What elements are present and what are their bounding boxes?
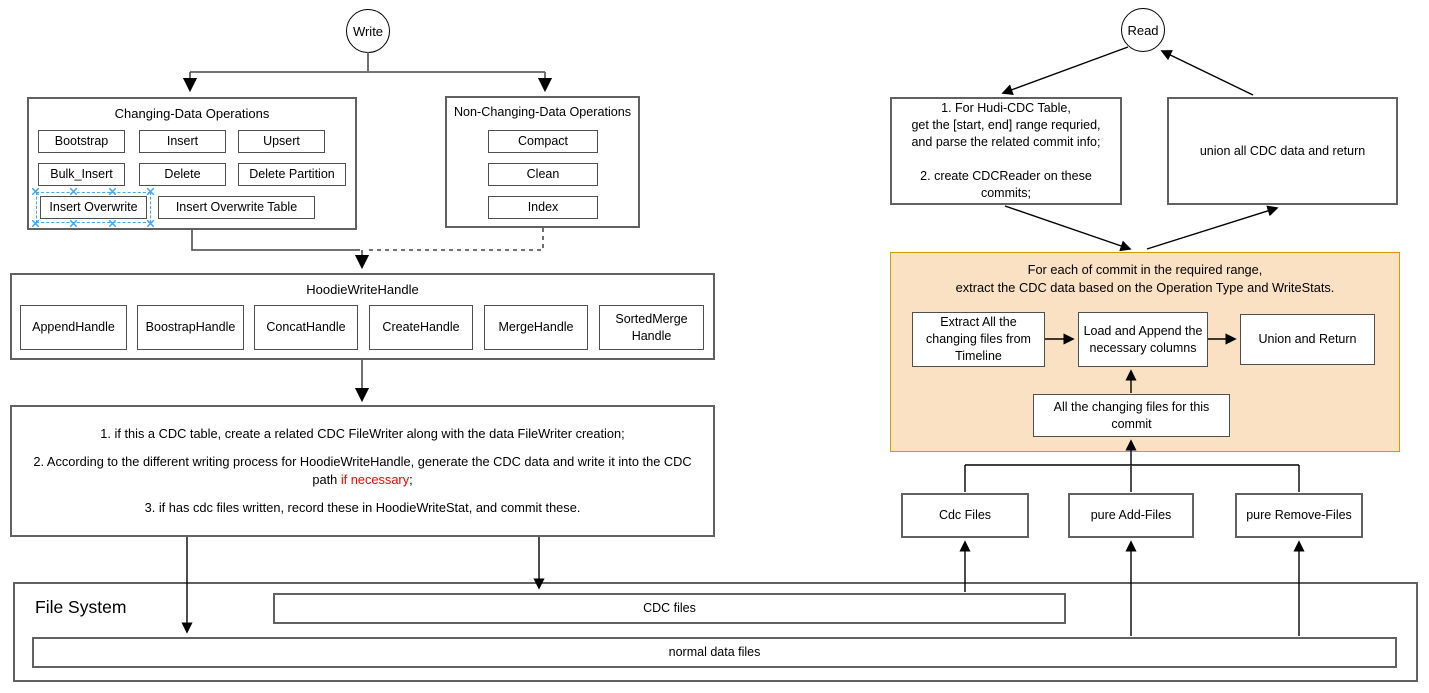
op-clean[interactable]: Clean [488,163,598,186]
edge-read-to-prepare [1001,46,1129,95]
op-compact[interactable]: Compact [488,130,598,153]
op-bulk-insert[interactable]: Bulk_Insert [38,163,125,186]
write-handle-container[interactable]: HoodieWriteHandle [10,273,715,360]
handle-concat[interactable]: ConcatHandle [254,305,358,350]
nonchanging-ops-title: Non-Changing-Data Operations [453,105,632,119]
cdc-step-1: 1. if this a CDC table, create a related… [100,426,625,442]
cdc-files-bar[interactable]: CDC files [273,593,1066,624]
read-node[interactable]: Read [1121,8,1165,52]
load-append-box[interactable]: Load and Append the necessary columns [1078,312,1208,367]
read-node-label: Read [1127,22,1159,38]
cdc-step-2: 2. According to the different writing pr… [26,453,699,489]
per-commit-title: For each of commit in the required range… [955,262,1335,295]
union-return-box[interactable]: Union and Return [1240,314,1375,365]
normal-data-files-bar[interactable]: normal data files [32,637,1397,668]
op-insert-overwrite[interactable]: Insert Overwrite [40,196,147,219]
write-handle-title: HoodieWriteHandle [306,282,419,297]
read-prepare-box[interactable]: 1. For Hudi-CDC Table, get the [start, e… [890,97,1122,205]
cdc-step-2-text: 2. According to the different writing pr… [33,454,692,487]
changing-ops-title: Changing-Data Operations [114,106,270,121]
cdc-write-steps-box[interactable]: 1. if this a CDC table, create a related… [10,405,715,537]
cdc-step-3: 3. if has cdc files written, record thes… [144,500,581,515]
file-system-label: File System [35,597,127,617]
cdc-files-bucket[interactable]: Cdc Files [901,493,1029,538]
cdc-step-2-end: ; [409,472,413,487]
write-node[interactable]: Write [346,9,390,53]
extract-files-box[interactable]: Extract All the changing files from Time… [912,312,1045,367]
op-index[interactable]: Index [488,196,598,219]
pure-add-files-bucket[interactable]: pure Add-Files [1068,493,1194,538]
op-insert[interactable]: Insert [139,130,226,153]
op-upsert[interactable]: Upsert [238,130,325,153]
edge-changing-to-handle [191,230,360,251]
write-node-label: Write [352,23,384,39]
op-bootstrap[interactable]: Bootstrap [38,130,125,153]
edge-percommit-to-union [1146,205,1279,250]
all-changing-files-box[interactable]: All the changing files for this commit [1033,394,1230,437]
handle-sorted-merge[interactable]: SortedMerge Handle [599,305,704,350]
op-delete-partition[interactable]: Delete Partition [238,163,346,186]
edge-union-to-read [1160,50,1254,96]
pure-remove-files-bucket[interactable]: pure Remove-Files [1235,493,1363,538]
edge-prepare-to-percommit [1004,205,1132,252]
handle-create[interactable]: CreateHandle [369,305,473,350]
edge-nonchanging-dashed [366,228,544,251]
read-union-box[interactable]: union all CDC data and return [1167,97,1398,205]
cdc-step-2-highlight: if necessary [340,472,410,487]
handle-merge[interactable]: MergeHandle [484,305,588,350]
handle-append[interactable]: AppendHandle [20,305,127,350]
handle-boostrap[interactable]: BoostrapHandle [137,305,244,350]
op-delete[interactable]: Delete [139,163,226,186]
op-insert-overwrite-table[interactable]: Insert Overwrite Table [158,196,315,219]
